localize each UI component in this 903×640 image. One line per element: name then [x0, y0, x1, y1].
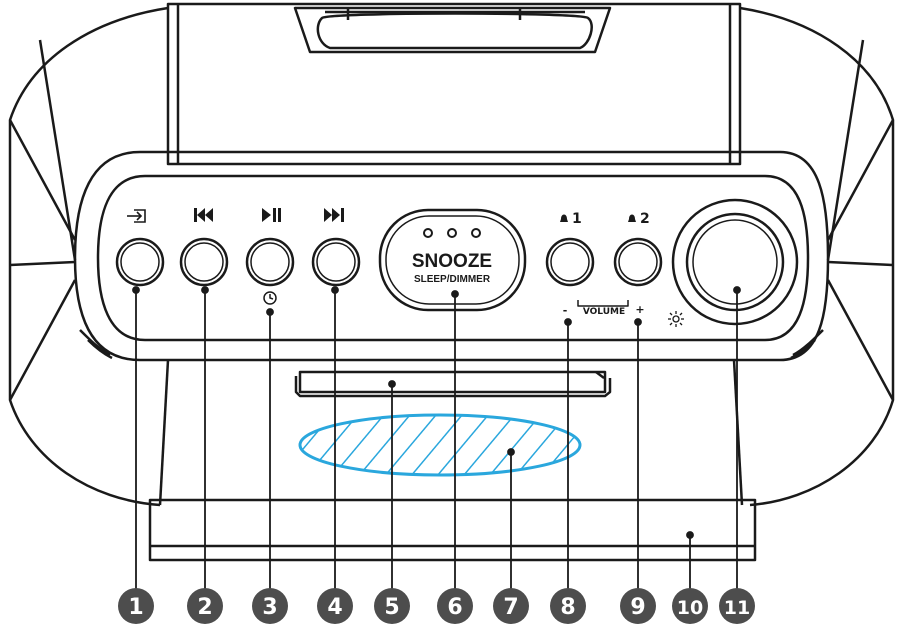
callout-number-2: 2 [197, 595, 212, 620]
alarm2-label: 2 [640, 211, 650, 227]
base-tray [148, 359, 757, 562]
callout-circle-8 [550, 588, 586, 624]
callout-circle-3 [252, 588, 288, 624]
callout-badge-11: 11 [719, 588, 755, 624]
alarm1-volume-down-button[interactable] [545, 237, 595, 287]
source-button[interactable] [115, 237, 165, 287]
play-pause-icon [262, 208, 281, 222]
display-area [298, 413, 582, 477]
callout-number-6: 6 [447, 595, 462, 620]
volume-minus-label: - [563, 304, 568, 317]
callout-badge-3: 3 [252, 588, 288, 624]
leader-line-4 [331, 286, 339, 592]
callout-circle-10 [672, 588, 708, 624]
alarm1-label: 1 [572, 211, 582, 227]
callout-badge-6: 6 [437, 588, 473, 624]
leader-line-10 [686, 531, 694, 592]
volume-plus-label: + [635, 303, 644, 316]
snooze-label: SNOOZE [412, 251, 492, 272]
callout-circle-2 [187, 588, 223, 624]
volume-label: VOLUME [583, 307, 625, 317]
callout-number-1: 1 [128, 595, 143, 620]
callout-badge-4: 4 [317, 588, 353, 624]
callout-number-10: 10 [677, 597, 703, 619]
callout-number-8: 8 [560, 595, 575, 620]
callout-badge-9: 9 [620, 588, 656, 624]
callout-number-5: 5 [384, 595, 399, 620]
leader-line-6 [451, 290, 459, 592]
leader-line-3 [266, 308, 274, 592]
callout-circle-11 [719, 588, 755, 624]
bell-icon [560, 214, 636, 222]
callout-number-9: 9 [630, 595, 645, 620]
callout-circle-9 [620, 588, 656, 624]
leader-line-9 [634, 318, 642, 592]
right-speaker-wing [739, 6, 895, 507]
callout-number-3: 3 [262, 595, 277, 620]
skip-forward-icon [324, 208, 344, 222]
control-panel [73, 150, 830, 362]
sun-icon [668, 311, 684, 327]
callout-badge-1: 1 [118, 588, 154, 624]
callout-number-4: 4 [327, 595, 342, 620]
leader-line-8 [564, 318, 572, 592]
callout-badge-2: 2 [187, 588, 223, 624]
leader-line-1 [132, 286, 140, 592]
callout-number-11: 11 [724, 597, 750, 619]
callout-number-7: 7 [503, 595, 518, 620]
callout-circle-5 [374, 588, 410, 624]
leader-line-5 [388, 380, 396, 592]
callout-circle-1 [118, 588, 154, 624]
snooze-button[interactable] [378, 208, 527, 312]
disc-slot [294, 370, 612, 398]
left-speaker-wing [8, 6, 169, 507]
previous-button[interactable] [179, 237, 229, 287]
callout-badge-8: 8 [550, 588, 586, 624]
leader-line-7 [507, 448, 515, 592]
snooze-dots [423, 228, 481, 238]
next-button[interactable] [311, 237, 361, 287]
alarm2-volume-up-button[interactable] [613, 237, 663, 287]
skip-back-icon [194, 208, 213, 222]
callout-badge-10: 10 [672, 588, 708, 624]
brightness-knob[interactable] [671, 198, 799, 326]
leader-line-11 [733, 286, 741, 592]
callout-circle-6 [437, 588, 473, 624]
callout-badge-7: 7 [493, 588, 529, 624]
callout-circle-7 [493, 588, 529, 624]
sleep-dimmer-label: SLEEP/DIMMER [414, 274, 491, 285]
clock-icon [263, 291, 277, 305]
input-icon [127, 209, 146, 223]
dock-cradle [166, 2, 742, 166]
callout-circle-4 [317, 588, 353, 624]
play-pause-button[interactable] [245, 237, 295, 287]
leader-line-2 [201, 286, 209, 592]
callout-badge-5: 5 [374, 588, 410, 624]
